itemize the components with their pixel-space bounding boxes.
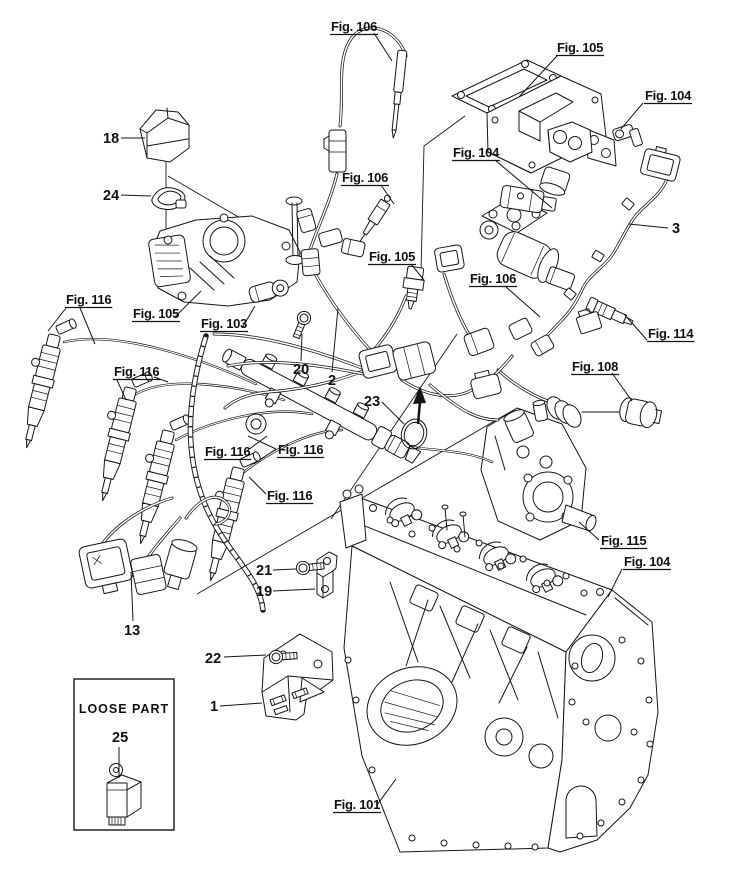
leader-line: [623, 313, 648, 341]
cam-sensor-drawing: [248, 279, 289, 303]
fig-ref-label: Fig. 105: [369, 249, 415, 264]
fig-ref-label: Fig. 105: [557, 40, 603, 55]
injection-pump-drawing: [480, 399, 597, 541]
clamp-24-drawing: [151, 187, 187, 210]
fig-ref-label: Fig. 116: [66, 292, 111, 307]
fig-ref-label: Fig. 106: [342, 170, 388, 185]
loose-part-box: LOOSE PART: [73, 678, 175, 831]
leader-line: [253, 448, 277, 465]
fuel-return-hose-drawing: [187, 333, 266, 613]
oil-pressure-connector-drawing: [496, 368, 663, 429]
bracket-19-drawing: [316, 551, 338, 599]
loose-part-box-title: LOOSE PART: [79, 702, 169, 716]
leader-line: [272, 568, 297, 571]
leader-line: [130, 571, 134, 622]
leader-line: [47, 307, 67, 332]
part-number-label: 19: [256, 584, 272, 600]
fig-ref-label: Fig. 116: [114, 364, 159, 379]
leader-line: [611, 372, 633, 402]
fig-ref-label: Fig. 101: [334, 797, 380, 812]
leader-line: [494, 159, 553, 209]
fig-ref-label: Fig. 116: [205, 444, 250, 459]
leader-line: [381, 401, 405, 425]
fig-ref-label: Fig. 116: [267, 488, 312, 503]
main-harness-drawing: [212, 172, 533, 435]
leader-line: [504, 285, 541, 318]
construction-line: [420, 115, 466, 273]
part-number-label: 23: [364, 394, 380, 410]
leader-line: [518, 55, 558, 98]
speed-sensor-drawing: [612, 124, 643, 147]
part-number-label: 13: [124, 623, 140, 639]
fig-ref-label: Fig. 106: [331, 19, 377, 34]
part-number-label: 22: [205, 651, 221, 667]
part-number-label: 18: [103, 131, 119, 147]
leader-line: [607, 568, 623, 598]
leader-line: [174, 290, 202, 318]
part-number-label: 3: [672, 221, 680, 237]
bracket-1-drawing: [261, 633, 334, 721]
leader-line: [376, 778, 397, 806]
fuel-rail-drawing: [222, 348, 422, 464]
leader-line: [272, 588, 316, 592]
part-number-label: 24: [103, 188, 119, 204]
leader-line: [116, 379, 127, 401]
part-number-label: 2: [328, 373, 336, 389]
leader-line: [578, 521, 600, 541]
bolt-20-drawing: [289, 308, 314, 341]
fig-ref-label: Fig. 104: [453, 145, 500, 160]
fig-ref-label: Fig. 116: [278, 442, 323, 457]
leader-line: [153, 376, 169, 383]
egt-sensor-drawing: [323, 26, 408, 173]
fig-ref-label: Fig. 108: [572, 359, 618, 374]
part-number-label: 21: [256, 563, 272, 579]
part-number-label: 25: [112, 730, 128, 746]
leader-line: [373, 32, 393, 62]
fig-ref-label: Fig. 103: [201, 316, 247, 331]
leader-line: [223, 654, 267, 658]
fig-ref-label: Fig. 104: [624, 554, 671, 569]
right-harness-drawing: [530, 146, 681, 357]
leader-line: [248, 476, 267, 495]
leader-line: [300, 333, 303, 362]
leader-line: [219, 702, 263, 707]
leader-line: [247, 435, 277, 450]
leader-line: [331, 307, 339, 373]
rail-pressure-sensor-drawing: [402, 265, 425, 310]
arrow-23: [413, 386, 426, 425]
fig-ref-label: Fig. 104: [645, 88, 692, 103]
fig-ref-label: Fig. 105: [133, 306, 179, 321]
leader-line: [79, 307, 96, 345]
relay-25-drawing: [106, 763, 142, 826]
fig-ref-label: Fig. 106: [470, 271, 516, 286]
fig-ref-label: Fig. 115: [601, 533, 646, 548]
engine-block-drawing: [339, 484, 659, 853]
glow-plug-drawing: [359, 194, 391, 242]
leader-line: [241, 305, 256, 329]
harness-13-drawing: [78, 495, 232, 595]
leader-line: [243, 435, 268, 454]
leader-line: [120, 194, 152, 197]
leader-line: [410, 263, 425, 281]
construction-line: [330, 333, 458, 520]
part-number-label: 1: [210, 699, 218, 715]
map-sensor-drawing: [499, 121, 593, 214]
cover-18-drawing: [139, 107, 190, 163]
leader-line: [620, 102, 644, 130]
fig-ref-label: Fig. 114: [648, 326, 694, 341]
leader-line: [628, 223, 669, 229]
leader-line: [380, 184, 395, 205]
part-number-label: 20: [293, 362, 309, 378]
